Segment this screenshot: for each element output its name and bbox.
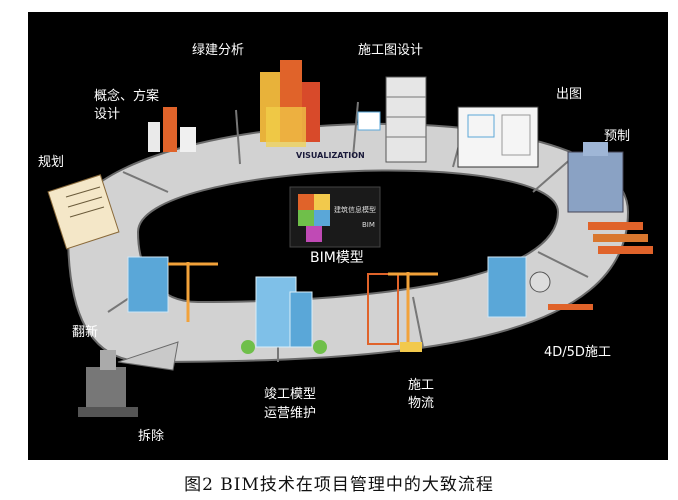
stage-drawing-output: 出图 bbox=[556, 87, 583, 102]
stage-construction-4d5d: 4D/5D施工 bbox=[544, 345, 611, 360]
completion-building-icon bbox=[241, 276, 327, 354]
construction-4d5d-building-icon bbox=[487, 256, 593, 318]
drawing-sheet-icon bbox=[457, 106, 539, 168]
demolition-debris-icon bbox=[78, 350, 138, 417]
diagram-panel: VISUALIZATION bbox=[28, 12, 668, 460]
stage-concept-line1: 概念、方案 bbox=[94, 89, 160, 104]
center-label: BIM模型 bbox=[310, 250, 364, 266]
planning-clipboard-icon bbox=[47, 174, 120, 250]
prefab-factory-icon bbox=[567, 142, 653, 254]
visualization-text: VISUALIZATION bbox=[296, 151, 365, 160]
figure-caption: 图2 BIM技术在项目管理中的大致流程 bbox=[184, 475, 494, 495]
stage-renovation: 翻新 bbox=[72, 325, 99, 340]
bim-logo-icon: 建筑信息模型 BIM bbox=[289, 186, 381, 248]
concept-buildings-icon bbox=[148, 107, 196, 152]
bim-lifecycle-diagram: VISUALIZATION bbox=[47, 60, 653, 417]
ring-arrow bbox=[117, 341, 179, 371]
drawing-tower-icon bbox=[357, 76, 427, 163]
logistics-crane-icon bbox=[367, 272, 438, 352]
renovation-building-icon bbox=[127, 256, 218, 322]
green-analysis-building-icon bbox=[260, 60, 320, 147]
stage-prefab: 预制 bbox=[604, 129, 631, 144]
stage-green-analysis: 绿建分析 bbox=[192, 43, 245, 58]
stage-planning: 规划 bbox=[38, 155, 65, 170]
bim-logo-text: 建筑信息模型 bbox=[334, 205, 376, 214]
stage-completion-line1: 竣工模型 bbox=[264, 387, 317, 402]
stage-completion-line2: 运营维护 bbox=[264, 406, 317, 421]
stage-demolition: 拆除 bbox=[138, 429, 165, 444]
stage-logistics-line2: 物流 bbox=[408, 396, 435, 411]
bim-logo-side: BIM bbox=[362, 221, 375, 229]
stage-construction-drawing: 施工图设计 bbox=[358, 43, 424, 58]
stage-concept-line2: 设计 bbox=[94, 107, 121, 122]
stage-logistics-line1: 施工 bbox=[408, 378, 435, 393]
